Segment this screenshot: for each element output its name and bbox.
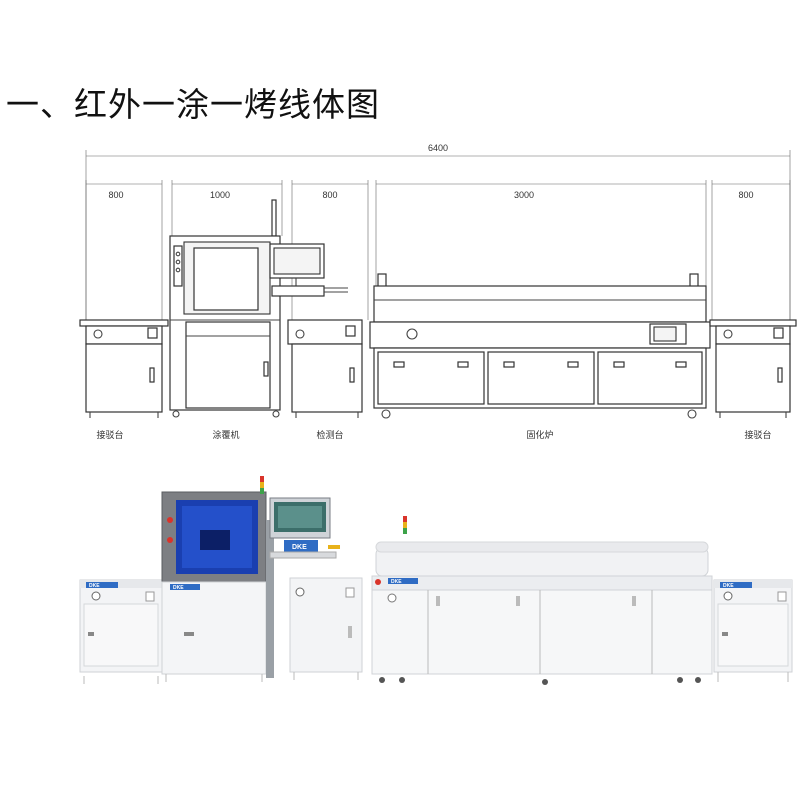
brand-badge-5: DKE <box>723 583 734 589</box>
photo-curing-oven: DKE <box>371 516 713 685</box>
station-label-5: 接驳台 <box>744 429 771 441</box>
station-label-3: 检测台 <box>316 429 343 441</box>
brand-badge-4: DKE <box>391 579 402 585</box>
dimension-seg-5: 800 <box>738 190 753 200</box>
drawing-station-5: 接驳台 <box>709 319 797 441</box>
drawing-curing-oven: 固化炉 <box>369 273 711 441</box>
dimension-seg-2: 1000 <box>210 190 230 200</box>
photo-station-5: DKE <box>713 579 793 682</box>
dimension-total-label: 6400 <box>428 143 448 153</box>
dimension-segments: 800 1000 800 3000 800 <box>85 180 791 320</box>
dimension-seg-4: 3000 <box>514 190 534 200</box>
brand-badge-1: DKE <box>89 583 100 589</box>
station-label-1: 接驳台 <box>96 429 123 441</box>
brand-badge-2: DKE <box>173 585 184 591</box>
drawing-coating-machine: 涂覆机 <box>169 199 281 441</box>
drawing-inspection-station: 检测台 <box>269 243 363 441</box>
station-label-2: 涂覆机 <box>212 429 239 441</box>
photo-coating-machine: DKE <box>161 476 274 682</box>
station-label-4: 固化炉 <box>526 429 553 441</box>
photo-station-1: DKE <box>79 579 163 684</box>
brand-badge-3: DKE <box>292 544 307 551</box>
dimension-seg-1: 800 <box>108 190 123 200</box>
dimension-seg-3: 800 <box>322 190 337 200</box>
photo-inspection-station: DKE <box>269 497 363 680</box>
page-title: 一、红外一涂一烤线体图 <box>6 85 380 124</box>
drawing-station-1: 接驳台 <box>79 319 169 441</box>
